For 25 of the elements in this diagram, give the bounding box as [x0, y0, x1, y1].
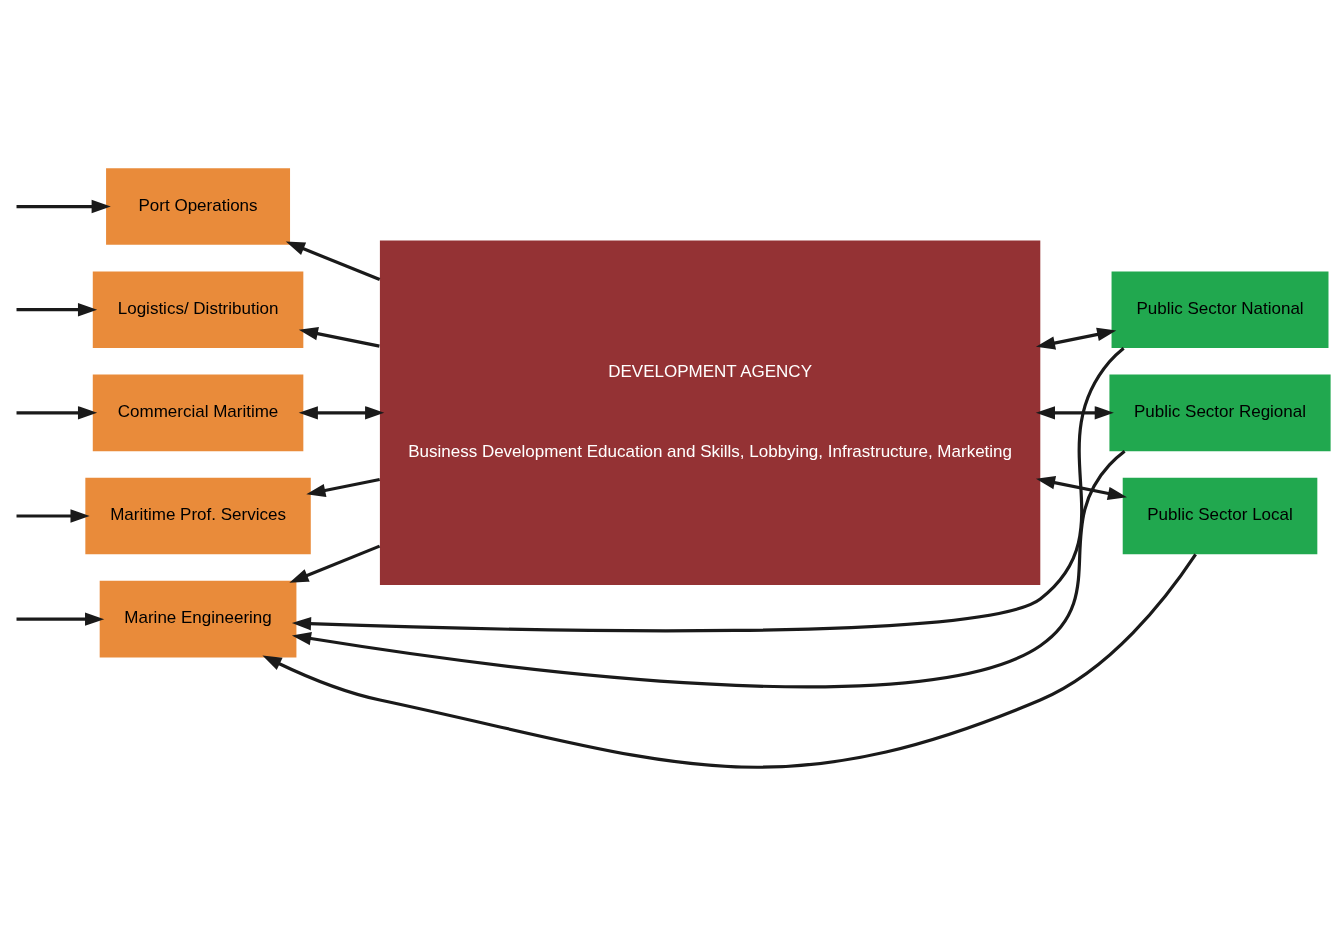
arrow: [289, 544, 381, 583]
arrow: [262, 552, 1197, 769]
node-box: Logistics/ Distribution: [92, 270, 304, 348]
arrow: [298, 326, 380, 348]
node-box: Port Operations: [106, 167, 291, 245]
node-box: Public Sector Regional: [1109, 374, 1331, 451]
arrow: [1035, 327, 1117, 350]
arrow: [1035, 475, 1127, 500]
arrow: [16, 302, 98, 316]
arrow: [16, 405, 98, 420]
arrow: [306, 477, 380, 497]
arrow: [298, 405, 385, 420]
arrow: [16, 508, 90, 523]
arrow: [285, 241, 381, 281]
node-box: Public Sector National: [1111, 270, 1329, 348]
node-box: Commercial Maritime: [92, 374, 304, 451]
node-box: Maritime Prof. Services: [85, 477, 311, 554]
arrow: [291, 346, 1125, 632]
arrow: [291, 449, 1126, 688]
node-box: DEVELOPMENT AGENCY Business Development Education and Skills, Lobbying, Infrastructure, Marketing: [379, 240, 1041, 585]
arrow: [16, 199, 111, 213]
node-box: Marine Engineering: [99, 580, 297, 657]
node-box: Public Sector Local: [1122, 477, 1318, 554]
arrow: [1035, 405, 1114, 420]
arrow: [16, 611, 105, 626]
